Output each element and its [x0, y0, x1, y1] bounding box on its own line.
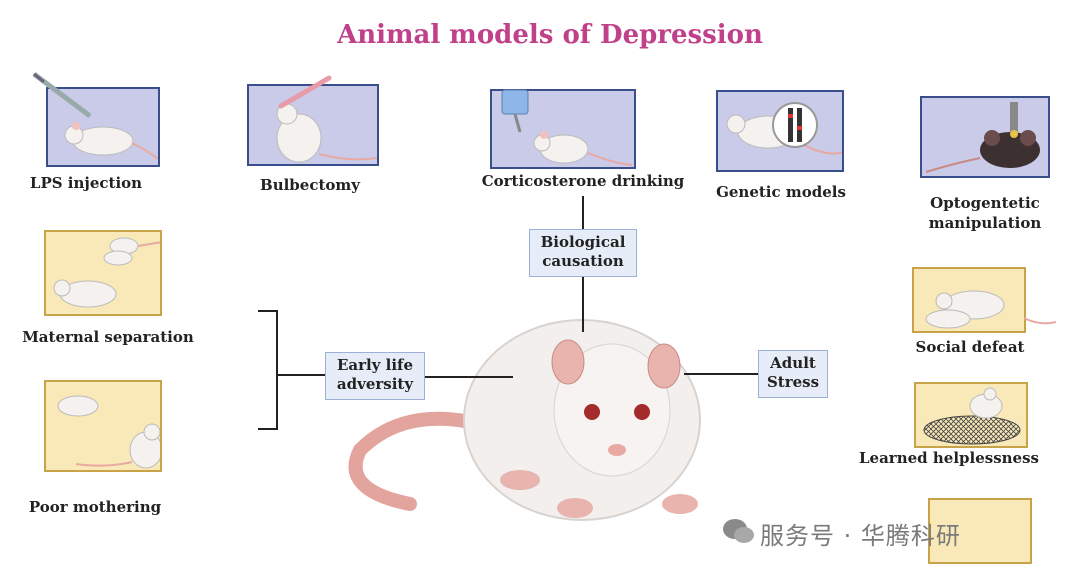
social-defeat-label: Social defeat: [915, 338, 1025, 356]
maternal-separation-label: Maternal separation: [22, 328, 194, 346]
lps-injection-label: LPS injection: [29, 174, 143, 192]
early-life-adversity-box: Early life adversity: [325, 352, 425, 400]
bulbectomy-label: Bulbectomy: [260, 176, 360, 194]
poor-mothering-panel: [44, 380, 162, 472]
mouse-icon: [57, 395, 160, 469]
mouse-icon: [533, 131, 633, 166]
wire-grid-icon: [923, 387, 1021, 445]
poor-mothering-label: Poor mothering: [28, 498, 162, 516]
mouse-icon: [53, 237, 160, 308]
lps-injection-panel: [46, 87, 160, 167]
bottom-right-panel: [928, 498, 1032, 564]
biological-causation-box: Biological causation: [529, 229, 637, 277]
adult-connector: [684, 373, 760, 375]
learned-helplessness-panel: [914, 382, 1028, 448]
syringe-icon: [32, 72, 92, 118]
water-bottle-icon: [501, 89, 529, 133]
bracket-connector: [278, 374, 326, 376]
probe-icon: [278, 75, 332, 109]
maternal-separation-panel: [44, 230, 162, 316]
bracket-bottom: [258, 428, 278, 430]
bio-line-top: [582, 196, 584, 230]
adult-stress-box: Adult Stress: [758, 350, 828, 398]
optic-fiber-icon: [1010, 102, 1018, 138]
mouse-icon: [64, 122, 158, 160]
social-defeat-panel: [912, 267, 1026, 333]
genetic-models-label: Genetic models: [716, 183, 846, 201]
bracket-vertical: [276, 310, 278, 430]
corticosterone-label: Corticosterone drinking: [481, 172, 685, 190]
wechat-icon: [723, 519, 754, 543]
mouse-icon: [925, 130, 1040, 173]
early-connector: [425, 376, 513, 378]
biological-line2: causation: [542, 252, 624, 270]
optogenetic-label-line2: manipulation: [928, 214, 1042, 232]
biological-line1: Biological: [540, 233, 626, 251]
diagram-title: Animal models of Depression: [337, 20, 763, 50]
learned-helplessness-label: Learned helplessness: [859, 449, 1039, 467]
early-line2: adversity: [336, 375, 414, 393]
adult-line1: Adult: [770, 354, 816, 372]
optogenetic-label-line1: Optogentetic: [930, 194, 1040, 212]
tail-icon: [1024, 317, 1057, 325]
mouse-icon: [276, 103, 377, 163]
bracket-top: [258, 310, 278, 312]
optogenetic-panel: [920, 96, 1050, 178]
adult-line2: Stress: [766, 373, 820, 391]
mouse-icon: [925, 290, 1005, 329]
bio-line-bottom: [582, 276, 584, 332]
rat-icon: [348, 319, 701, 521]
dna-icon: [772, 102, 818, 148]
watermark-text: 服务号 · 华腾科研: [760, 522, 961, 550]
early-line1: Early life: [336, 356, 414, 374]
